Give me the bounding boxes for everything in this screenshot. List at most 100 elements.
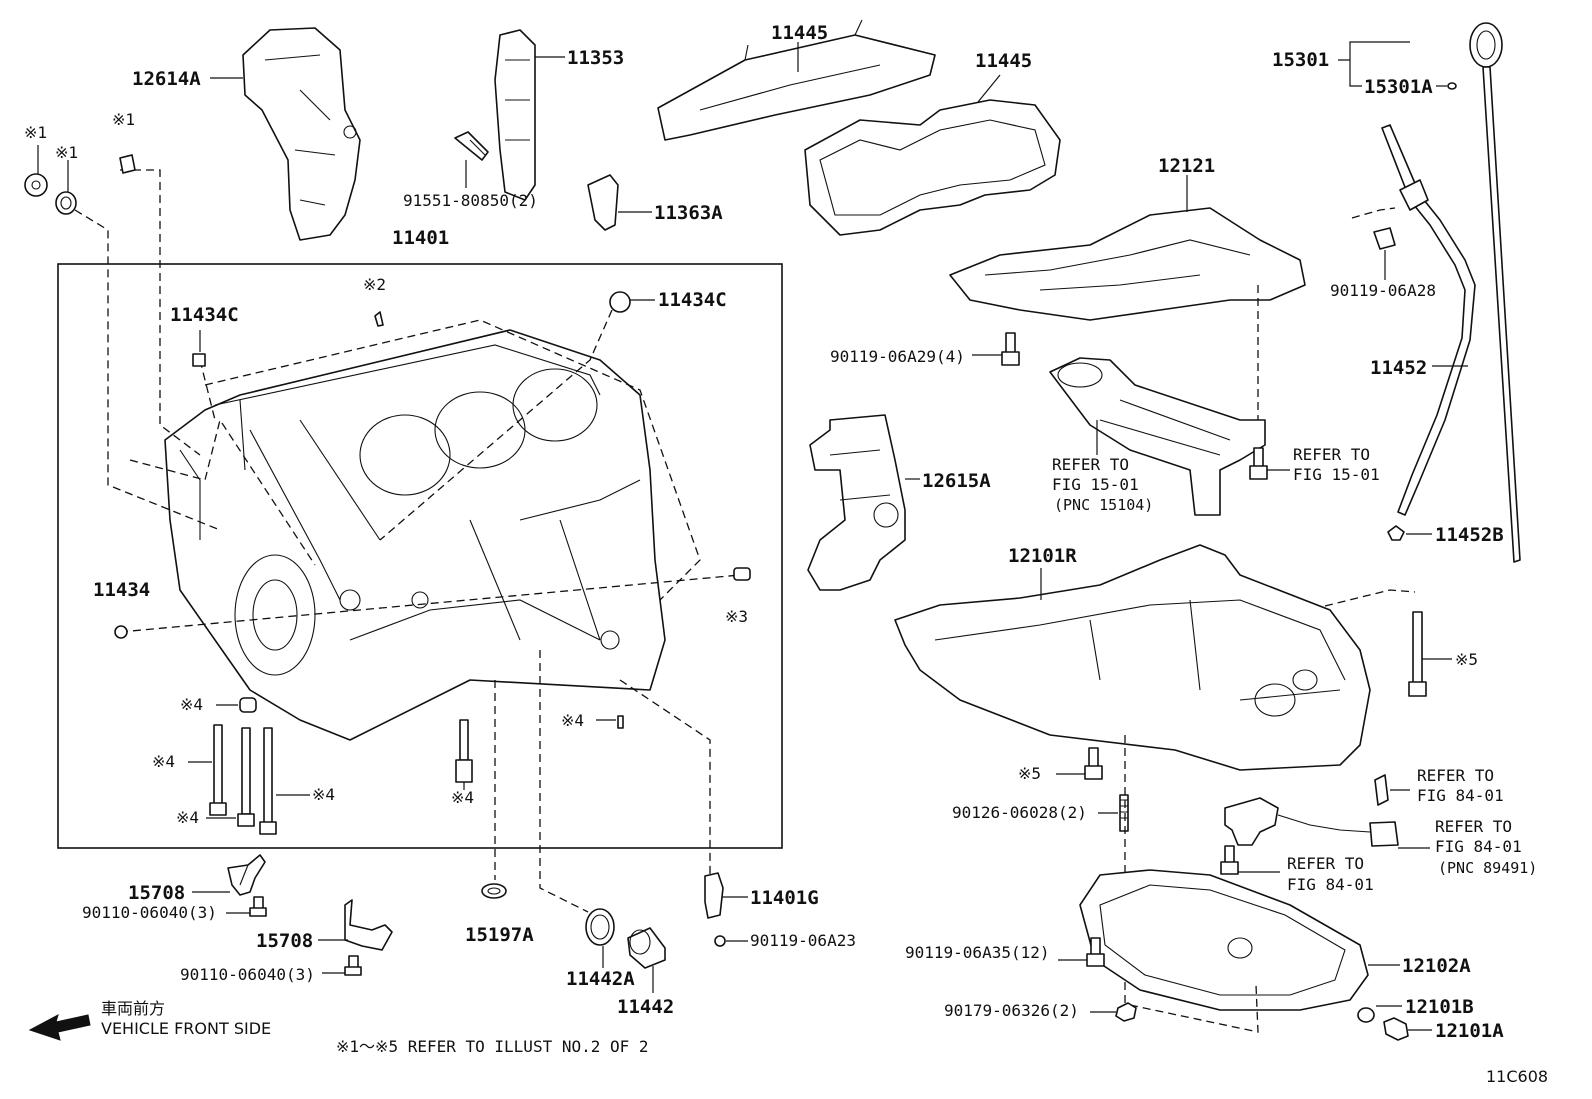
vehicle-front-en: VEHICLE FRONT SIDE: [101, 1019, 271, 1038]
label-11401G: 11401G: [750, 887, 819, 909]
label-90119-06A28: 90119-06A28: [1330, 281, 1436, 300]
part-11353[interactable]: [494, 29, 536, 201]
label-90126: 90126-06028(2): [952, 803, 1087, 822]
dipstick-15301[interactable]: [1469, 22, 1521, 563]
stud-90126[interactable]: [1119, 794, 1129, 832]
bolt-x5-short[interactable]: [1084, 747, 1103, 780]
sensor-15708-upper[interactable]: [227, 854, 266, 896]
label-90110-upper: 90110-06040(3): [82, 903, 217, 922]
sensor-15708-lower[interactable]: [344, 899, 393, 951]
label-12101R: 12101R: [1008, 545, 1077, 567]
label-90119-06A29: 90119-06A29(4): [830, 347, 965, 366]
label-90179: 90179-06326(2): [944, 1001, 1079, 1020]
bolt-90110-lower[interactable]: [344, 955, 362, 976]
label-11434C-right: 11434C: [658, 289, 727, 311]
washer-x1[interactable]: [55, 191, 77, 215]
refer-15-01-a-1: REFER TO: [1052, 455, 1129, 474]
part-11445-gasket[interactable]: [804, 99, 1061, 236]
refer-84-01-c-2: FIG 84-01: [1287, 875, 1374, 894]
vehicle-front-jp: 車両前方: [101, 999, 165, 1018]
label-11434C-left: 11434C: [170, 304, 239, 326]
refer-84-01-a-2: FIG 84-01: [1417, 786, 1504, 805]
part-11401G[interactable]: [704, 872, 724, 919]
cylinder-block[interactable]: [164, 329, 666, 741]
ref-x4-e: ※4: [451, 788, 474, 807]
oring-15301A[interactable]: [1447, 82, 1457, 90]
oil-pan-12102A[interactable]: [1079, 869, 1369, 1011]
part-11445-rail[interactable]: [657, 19, 936, 141]
bolt-90119-06A23[interactable]: [714, 935, 726, 947]
oil-strainer[interactable]: [1049, 357, 1266, 516]
part-12615A[interactable]: [807, 414, 906, 591]
label-11452: 11452: [1370, 357, 1427, 379]
ref-x3: ※3: [725, 607, 748, 626]
refer-84-01-b-3: (PNC 89491): [1438, 859, 1537, 877]
bolt-91551[interactable]: [454, 131, 489, 161]
dowel-x3[interactable]: [733, 567, 751, 581]
oil-level-sensor[interactable]: [1224, 797, 1399, 847]
dipstick-guide-11452[interactable]: [1381, 124, 1476, 516]
label-15708-upper: 15708: [128, 882, 185, 904]
label-12101B: 12101B: [1405, 996, 1474, 1018]
part-12614A[interactable]: [242, 27, 361, 241]
label-11442A: 11442A: [566, 968, 635, 990]
refer-15-01-b-2: FIG 15-01: [1293, 465, 1380, 484]
label-11445-gasket: 11445: [975, 50, 1032, 72]
refer-15-01-a-3: (PNC 15104): [1054, 496, 1153, 514]
ref-x5-a: ※5: [1455, 650, 1478, 669]
bolt-90119-06A29[interactable]: [1001, 332, 1020, 366]
plug-11442[interactable]: [627, 927, 666, 969]
label-12615A: 12615A: [922, 470, 991, 492]
bolt-x5-long[interactable]: [1408, 611, 1427, 697]
label-90119-06A23: 90119-06A23: [750, 931, 856, 950]
label-90110-lower: 90110-06040(3): [180, 965, 315, 984]
label-11434: 11434: [93, 579, 150, 601]
vehicle-front-arrow-icon: [28, 1014, 91, 1041]
label-11363A: 11363A: [654, 202, 723, 224]
oring-11452B[interactable]: [1387, 525, 1405, 541]
clip-refer-84-01[interactable]: [1374, 774, 1389, 806]
plug-x1-top[interactable]: [119, 154, 136, 174]
part-12121[interactable]: [949, 207, 1306, 321]
refer-84-01-a-1: REFER TO: [1417, 766, 1494, 785]
label-91551: 91551-80850(2): [403, 191, 538, 210]
label-11401: 11401: [392, 227, 449, 249]
oring-11442A[interactable]: [585, 908, 615, 946]
bolt-refer-84-01[interactable]: [1220, 845, 1239, 875]
label-15301A: 15301A: [1364, 76, 1433, 98]
label-11452B: 11452B: [1435, 524, 1504, 546]
bolts-x4[interactable]: [209, 697, 624, 835]
refer-84-01-c-1: REFER TO: [1287, 854, 1364, 873]
label-11445-rail: 11445: [771, 22, 828, 44]
washer-12101B[interactable]: [1357, 1007, 1375, 1023]
nut-x1[interactable]: [24, 173, 48, 197]
ref-x1-b: ※1: [112, 110, 135, 129]
drain-plug-12101A[interactable]: [1383, 1017, 1409, 1041]
label-90119-06A35: 90119-06A35(12): [905, 943, 1050, 962]
bolt-90110-upper[interactable]: [249, 896, 267, 917]
ref-x1-c: ※1: [55, 143, 78, 162]
label-15301: 15301: [1272, 49, 1329, 71]
ref-x4-a: ※4: [180, 695, 203, 714]
plug-11434[interactable]: [114, 625, 128, 639]
refer-15-01-a-2: FIG 15-01: [1052, 475, 1139, 494]
pin-x2[interactable]: [374, 311, 384, 327]
oil-pan-12101R[interactable]: [894, 544, 1371, 771]
label-11442: 11442: [617, 996, 674, 1018]
bolt-90119-06A28[interactable]: [1373, 227, 1396, 250]
plug-11434C-left[interactable]: [192, 353, 206, 367]
label-12101A: 12101A: [1435, 1020, 1504, 1042]
seal-15197A[interactable]: [481, 883, 507, 899]
part-11363A[interactable]: [587, 174, 619, 231]
refer-15-01-b-1: REFER TO: [1293, 445, 1370, 464]
nut-90179[interactable]: [1115, 1002, 1137, 1022]
ref-x2: ※2: [363, 275, 386, 294]
engine-block-frame: [57, 263, 783, 849]
label-12121: 12121: [1158, 155, 1215, 177]
label-12102A: 12102A: [1402, 955, 1471, 977]
ref-x4-f: ※4: [176, 808, 199, 827]
label-11353: 11353: [567, 47, 624, 69]
plug-11434C-right[interactable]: [609, 291, 631, 313]
bolt-refer-15-01[interactable]: [1249, 447, 1268, 480]
